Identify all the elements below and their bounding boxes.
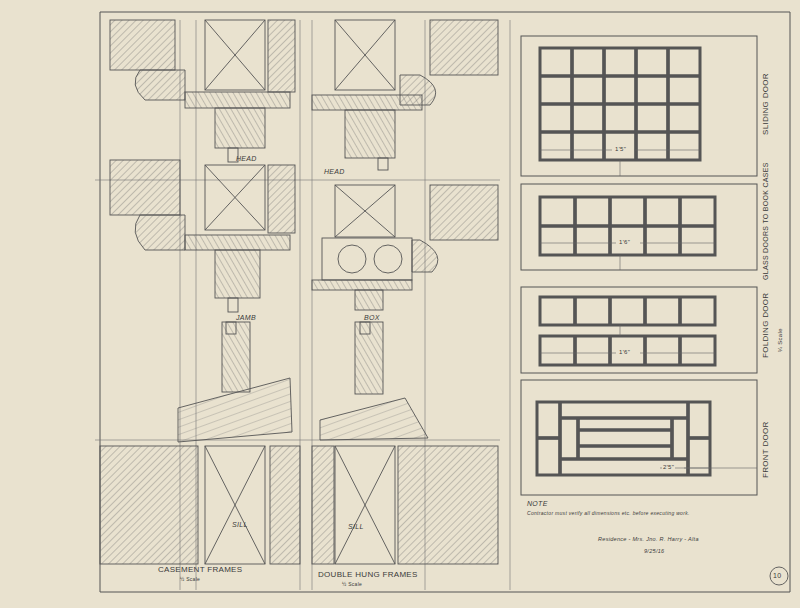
drawing-label: 9/25/16 — [644, 549, 664, 555]
drawing-label: 1'6" — [618, 349, 631, 355]
drawing-label: 1'5" — [614, 146, 627, 152]
drawing-label: HEAD — [324, 168, 345, 175]
drawing-label: DOUBLE HUNG FRAMES — [318, 571, 418, 579]
drawing-label: BOX — [364, 314, 380, 321]
door-title: FRONT DOOR — [762, 421, 770, 478]
drawing-label: JAMB — [236, 314, 256, 321]
drawing-label: SILL — [348, 523, 364, 530]
drawing-label: ½ Scale — [342, 582, 362, 587]
door-title: SLIDING DOOR — [762, 73, 770, 135]
door-title: GLASS DOORS TO BOOK CASES — [762, 162, 769, 280]
drawing-label: Contractor must verify all dimensions et… — [527, 511, 690, 516]
drawing-label: 1'6" — [618, 239, 631, 245]
drawing-label: HEAD — [236, 155, 257, 162]
door-title: ¼ Scale — [777, 328, 783, 352]
drawing-label: CASEMENT FRAMES — [158, 566, 242, 574]
drawing-label: 10 — [773, 572, 781, 579]
drawing-label: 2'5" — [662, 464, 675, 470]
drawing-label: SILL — [232, 521, 248, 528]
drawing-label: Residence - Mrs. Jno. R. Harry - Alta — [598, 537, 699, 543]
drawing-label: ½ Scale — [180, 577, 200, 582]
drawing-label: NOTE — [527, 500, 548, 507]
door-title: FOLDING DOOR — [762, 293, 770, 358]
